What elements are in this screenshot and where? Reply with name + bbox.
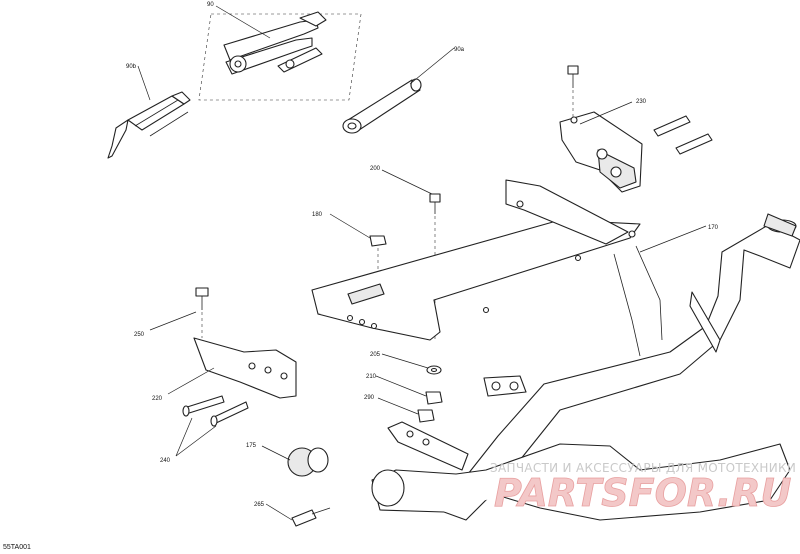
callout-220: 220 — [152, 396, 163, 402]
screwdriver-part[interactable] — [107, 91, 191, 159]
callout-210: 210 — [366, 374, 377, 380]
watermark: ЗАПЧАСТИ И АКСЕССУАРЫ ДЛЯ МОТОТЕХНИКИ PA… — [490, 461, 796, 515]
callout-200: 200 — [370, 166, 381, 172]
callout-205: 205 — [370, 352, 381, 358]
callout-230: 230 — [636, 99, 647, 105]
callouts: 90 90b 90a 230 200 180 170 250 205 210 2… — [3, 2, 719, 551]
tool-kit-group[interactable] — [198, 11, 362, 101]
callout-290: 290 — [364, 395, 375, 401]
frame-crossmember-part[interactable] — [311, 179, 641, 341]
watermark-logo: PARTSFOR.RU — [494, 471, 792, 515]
left-bracket-part[interactable] — [193, 337, 297, 399]
bottom-bolt-part[interactable] — [291, 507, 331, 527]
callout-170: 170 — [708, 225, 719, 231]
bumper-tube-part[interactable] — [371, 213, 800, 521]
rear-bracket-part[interactable] — [559, 65, 713, 193]
washer-part[interactable] — [426, 365, 442, 375]
lower-flange-part[interactable] — [387, 421, 469, 471]
callout-180: 180 — [312, 212, 323, 218]
callout-90b: 90b — [126, 64, 137, 70]
callout-250: 250 — [134, 332, 145, 338]
reference-code: 55TA001 — [3, 544, 31, 551]
callout-175: 175 — [246, 443, 257, 449]
small-nut-part[interactable] — [425, 391, 443, 405]
leader-lines — [137, 5, 707, 521]
left-bolt-part[interactable] — [195, 287, 209, 338]
flange-nut-part[interactable] — [417, 409, 435, 423]
callout-240: 240 — [160, 458, 171, 464]
callout-90: 90 — [207, 2, 214, 8]
spark-plug-wrench-part[interactable] — [342, 78, 422, 134]
cap-part[interactable] — [287, 447, 329, 477]
callout-265: 265 — [254, 502, 265, 508]
callout-90a: 90a — [454, 47, 465, 53]
bolts-pair-part[interactable] — [182, 395, 249, 427]
watermark-tagline: ЗАПЧАСТИ И АКСЕССУАРЫ ДЛЯ МОТОТЕХНИКИ — [490, 461, 796, 475]
